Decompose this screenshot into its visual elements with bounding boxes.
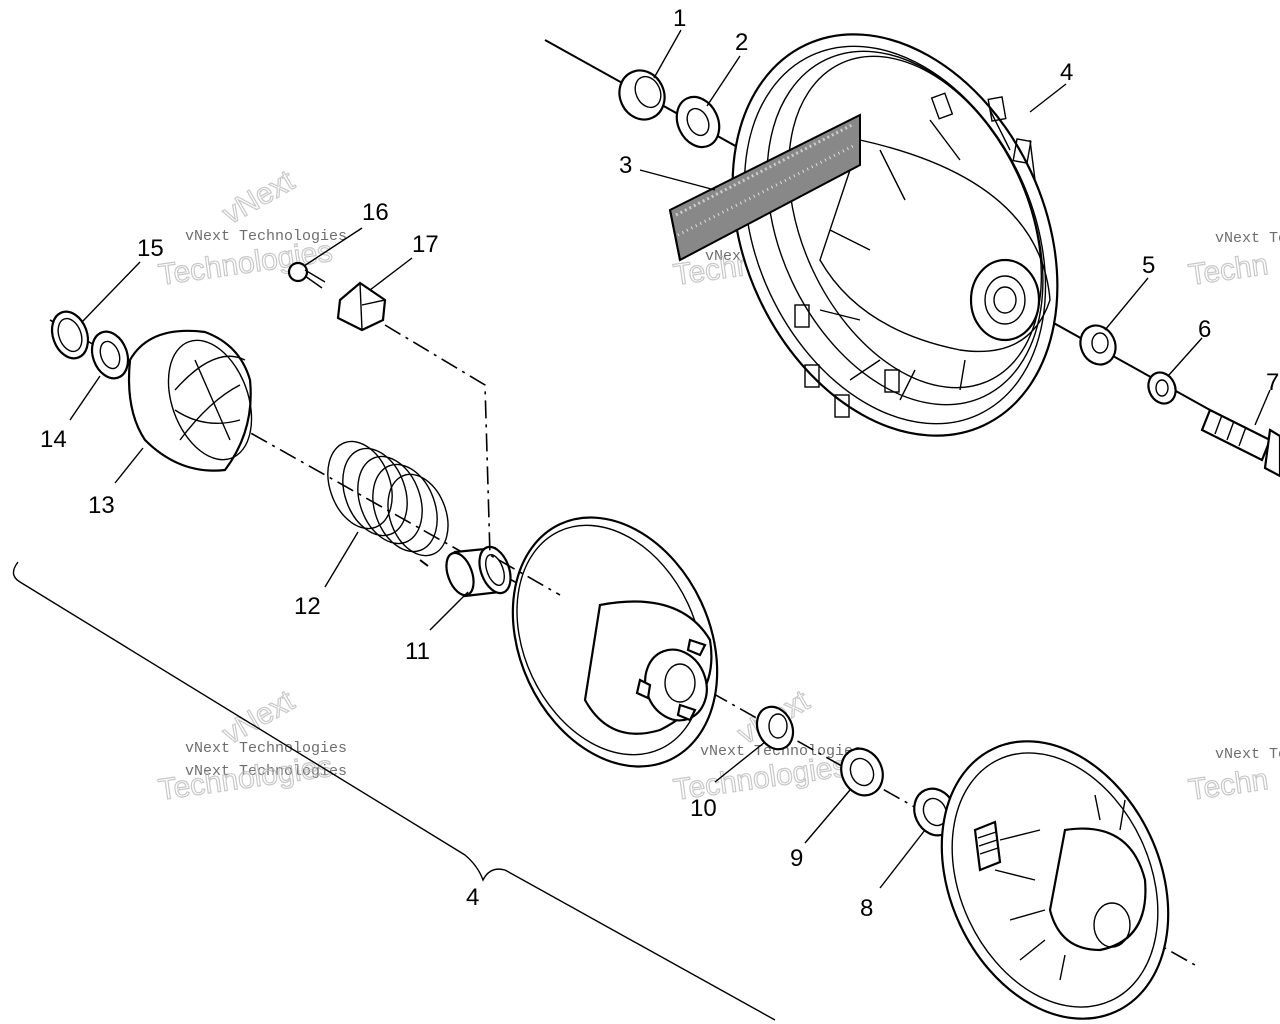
callout-17: 17 — [412, 231, 439, 258]
part-16-pin — [287, 261, 326, 289]
callout-4: 4 — [1060, 59, 1073, 86]
part-4-moveable-sheave — [511, 516, 719, 768]
watermark-text: vNext Technologies — [700, 743, 862, 760]
callout-4-assembly: 4 — [466, 884, 479, 911]
part-13-cam-helix — [127, 329, 253, 472]
watermark-text: Techn — [1186, 763, 1270, 807]
watermark-text: vNext — [217, 164, 300, 231]
callout-5: 5 — [1142, 252, 1155, 279]
fixed-sheave — [940, 740, 1170, 1020]
watermark-text: vNext Te — [1215, 746, 1280, 763]
leader-lines — [69, 29, 1271, 889]
callout-13: 13 — [88, 492, 115, 519]
part-4-drive-pulley — [731, 33, 1059, 437]
watermark-text: vNext Technologies — [185, 763, 347, 780]
part-6-lock-washer — [1147, 371, 1177, 405]
part-10-bushing — [755, 705, 795, 751]
callout-8: 8 — [860, 895, 873, 922]
callout-9: 9 — [790, 845, 803, 872]
part-5-washer — [1079, 324, 1117, 366]
watermark-text: vNext Te — [1215, 230, 1280, 247]
part-9-washer — [840, 747, 884, 797]
part-15-snap-ring — [50, 310, 90, 360]
callout-3: 3 — [619, 152, 632, 179]
callout-10: 10 — [690, 795, 717, 822]
part-14-washer — [90, 330, 130, 380]
callout-7: 7 — [1266, 369, 1279, 396]
callout-16: 16 — [362, 199, 389, 226]
part-1-bushing — [618, 69, 666, 121]
watermark-text: Techn — [1186, 248, 1270, 292]
part-2-washer — [675, 95, 721, 149]
callout-11: 11 — [405, 638, 430, 665]
callout-12: 12 — [294, 593, 321, 620]
callout-1: 1 — [673, 5, 686, 32]
part-7-bolt — [1200, 408, 1280, 478]
watermark-text: vNext Technologies — [185, 740, 347, 757]
callout-labels: 1 2 3 4 5 6 7 8 9 10 11 12 13 14 15 16 1… — [40, 5, 1279, 922]
part-11-sleeve — [445, 545, 512, 598]
watermark-text: vNext Technologies — [185, 228, 347, 245]
callout-15: 15 — [137, 235, 164, 262]
part-17-roller-block — [336, 281, 387, 332]
part-17-axis-line — [384, 324, 561, 596]
callout-14: 14 — [40, 426, 67, 453]
callout-6: 6 — [1198, 316, 1211, 343]
watermark-group: vNext Technologies Technologies vNext vN… — [156, 163, 1280, 807]
part-3-belt — [668, 113, 861, 262]
part-12-spring — [327, 440, 449, 567]
callout-2: 2 — [735, 29, 748, 56]
assembly-4-brace — [12, 561, 776, 1021]
